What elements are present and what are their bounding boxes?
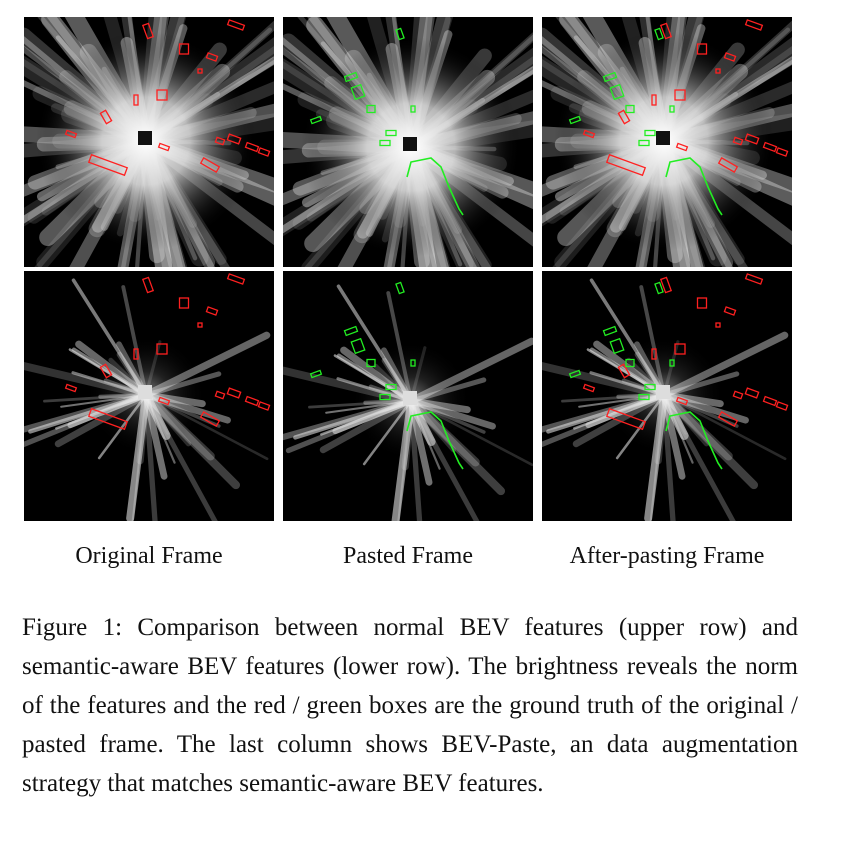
column-label-after-pasting: After-pasting Frame xyxy=(569,543,765,569)
panel-pasted-normal xyxy=(283,17,533,267)
red-gt-boxes xyxy=(582,273,789,431)
panel-original-normal xyxy=(24,17,274,267)
bev-image-pasted-normal xyxy=(283,17,533,267)
figure-caption: Figure 1: Comparison between normal BEV … xyxy=(22,614,798,797)
bev-image-after-pasting-semantic xyxy=(542,273,789,521)
pasted-road-boundary xyxy=(665,411,723,470)
column-label-pasted: Pasted Frame xyxy=(343,543,473,569)
panel-pasted-semantic xyxy=(283,271,533,521)
bev-image-original-normal xyxy=(24,17,274,267)
column-label-original: Original Frame xyxy=(75,543,223,569)
red-gt-boxes xyxy=(64,19,271,177)
panel-original-semantic xyxy=(24,271,274,521)
green-gt-boxes xyxy=(309,27,416,147)
ego-vehicle xyxy=(656,131,670,145)
green-gt-boxes xyxy=(568,281,675,401)
ego-vehicle xyxy=(138,385,152,399)
ego-vehicle xyxy=(403,391,417,405)
ego-vehicle xyxy=(403,137,417,151)
red-gt-boxes xyxy=(582,19,789,177)
bev-image-original-semantic xyxy=(24,273,271,521)
green-gt-boxes xyxy=(309,281,416,401)
pasted-road-boundary xyxy=(665,157,723,216)
pasted-road-boundary xyxy=(406,411,464,470)
bev-image-after-pasting-normal xyxy=(542,17,792,267)
ego-vehicle xyxy=(138,131,152,145)
bev-image-pasted-semantic xyxy=(283,281,533,521)
panel-after-pasting-normal xyxy=(542,17,792,267)
red-gt-boxes xyxy=(64,273,271,431)
ego-vehicle xyxy=(656,385,670,399)
pasted-road-boundary xyxy=(406,157,464,216)
green-gt-boxes xyxy=(568,27,675,147)
panel-after-pasting-semantic xyxy=(542,271,792,521)
